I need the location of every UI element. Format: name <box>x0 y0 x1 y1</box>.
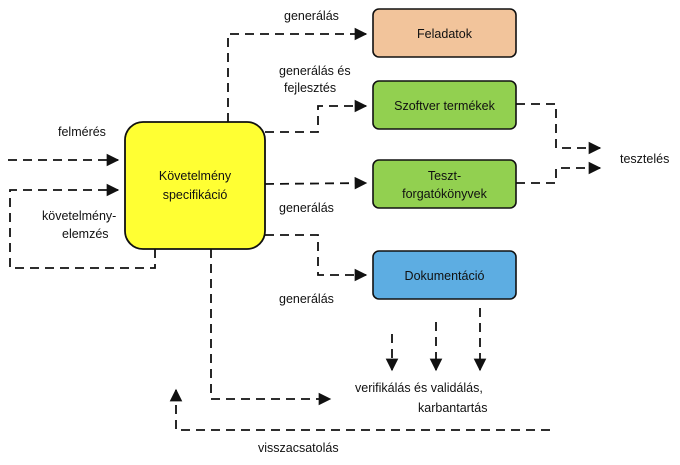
testbooks-line2: forgatókönyvek <box>402 187 488 201</box>
tasks-box <box>372 8 517 58</box>
software-label: Szoftver termékek <box>394 99 495 113</box>
edge-software-to-testing <box>516 103 602 155</box>
edge-testbooks-to-testing <box>516 161 602 184</box>
label-visszacsatolas: visszacsatolás <box>258 441 339 455</box>
node-software: Szoftver termékek <box>372 80 517 130</box>
node-docs: Dokumentáció <box>372 250 517 300</box>
docs-label: Dokumentáció <box>405 269 485 283</box>
edge-spec-to-testbooks <box>264 176 368 190</box>
requirements-spec-line1: Követelmény <box>159 169 232 183</box>
node-testbooks: Teszt- forgatókönyvek <box>372 159 517 209</box>
label-felmeres: felmérés <box>58 125 106 139</box>
requirements-spec-line2: specifikáció <box>163 188 228 202</box>
tasks-label: Feladatok <box>417 27 473 41</box>
label-kovetelmeny: követelmény- <box>42 209 116 223</box>
edge-spec-to-software <box>265 99 368 133</box>
label-generalas-mid: generálás <box>279 201 334 215</box>
edge-feedback <box>169 388 550 431</box>
testbooks-line1: Teszt- <box>428 169 461 183</box>
node-requirements-spec: Követelmény specifikáció <box>124 121 266 250</box>
label-verif-line1: verifikálás és validálás, <box>355 381 483 395</box>
requirements-spec-box <box>124 121 266 250</box>
software-box <box>372 80 517 130</box>
label-generalas-low: generálás <box>279 292 334 306</box>
edge-requirements-analysis-loop <box>9 183 156 269</box>
edge-spec-to-tasks <box>227 27 368 122</box>
label-elemzes: elemzés <box>62 227 109 241</box>
edge-labels: generálás generálás és fejlesztés felmér… <box>42 9 669 455</box>
docs-box <box>372 250 517 300</box>
edge-spec-to-verif <box>210 249 332 406</box>
node-tasks: Feladatok <box>372 8 517 58</box>
label-verif-line2: karbantartás <box>418 401 487 415</box>
label-tesztelés: tesztelés <box>620 152 669 166</box>
edge-spec-to-docs <box>265 234 368 282</box>
testbooks-box <box>372 159 517 209</box>
label-fejlesztes: fejlesztés <box>284 81 336 95</box>
label-generalas-es: generálás és <box>279 64 351 78</box>
label-generalas-top: generálás <box>284 9 339 23</box>
edges <box>8 27 602 431</box>
